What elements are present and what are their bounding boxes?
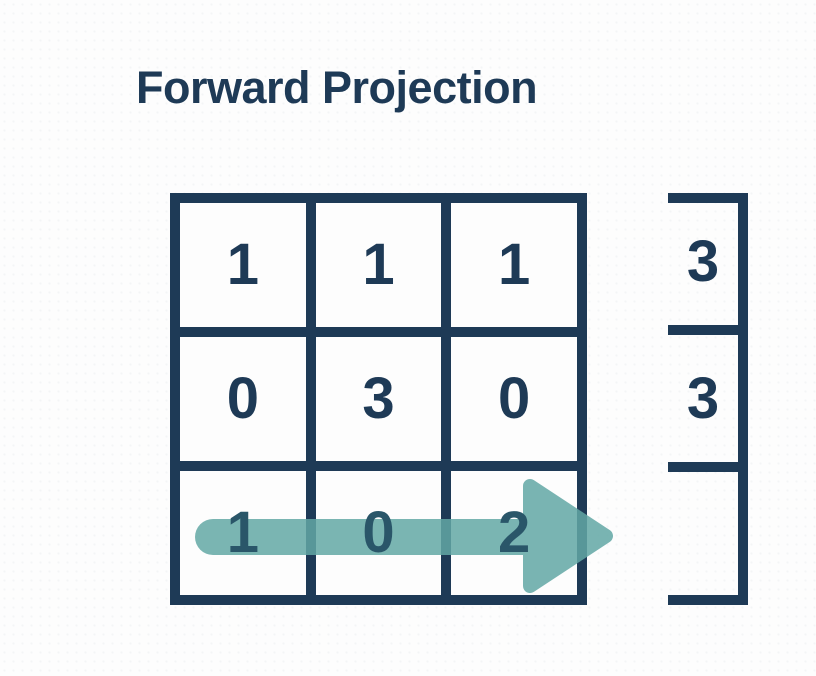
projection-column-divider: [668, 462, 748, 472]
grid-cell-value: 3: [362, 366, 395, 431]
grid-cell-value: 1: [226, 500, 259, 565]
grid-cell: 0: [180, 337, 306, 461]
grid-cell-value: 0: [362, 500, 395, 565]
grid-cell: 1: [180, 203, 306, 327]
projection-column: 3 3: [668, 193, 748, 605]
projection-column-divider: [668, 325, 748, 335]
grid-cell-value: 0: [226, 366, 259, 431]
projection-column-divider: [668, 193, 748, 203]
grid-cell: 2: [451, 471, 577, 595]
grid-cell-value: 1: [498, 232, 531, 297]
projection-cell: 3: [668, 330, 738, 467]
grid-cell: 3: [315, 337, 442, 461]
projection-cell: 3: [668, 193, 738, 330]
projection-column-divider: [668, 595, 748, 605]
grid-cell: 1: [451, 203, 577, 327]
page-title: Forward Projection: [136, 62, 538, 113]
grid-cell: 0: [451, 337, 577, 461]
projection-value: 3: [686, 365, 720, 431]
grid-cell: 0: [315, 471, 442, 595]
projection-value: 3: [686, 228, 720, 294]
grid-cell: 1: [180, 471, 306, 595]
grid-cell: 1: [315, 203, 442, 327]
grid-cell-value: 1: [362, 232, 395, 297]
grid-cell-value: 2: [498, 500, 531, 565]
image-grid: 1 1 1 0 3 0 1 0 2: [170, 193, 587, 605]
projection-cell: [668, 468, 738, 605]
grid-cell-value: 1: [226, 232, 259, 297]
grid-cell-value: 0: [498, 366, 531, 431]
